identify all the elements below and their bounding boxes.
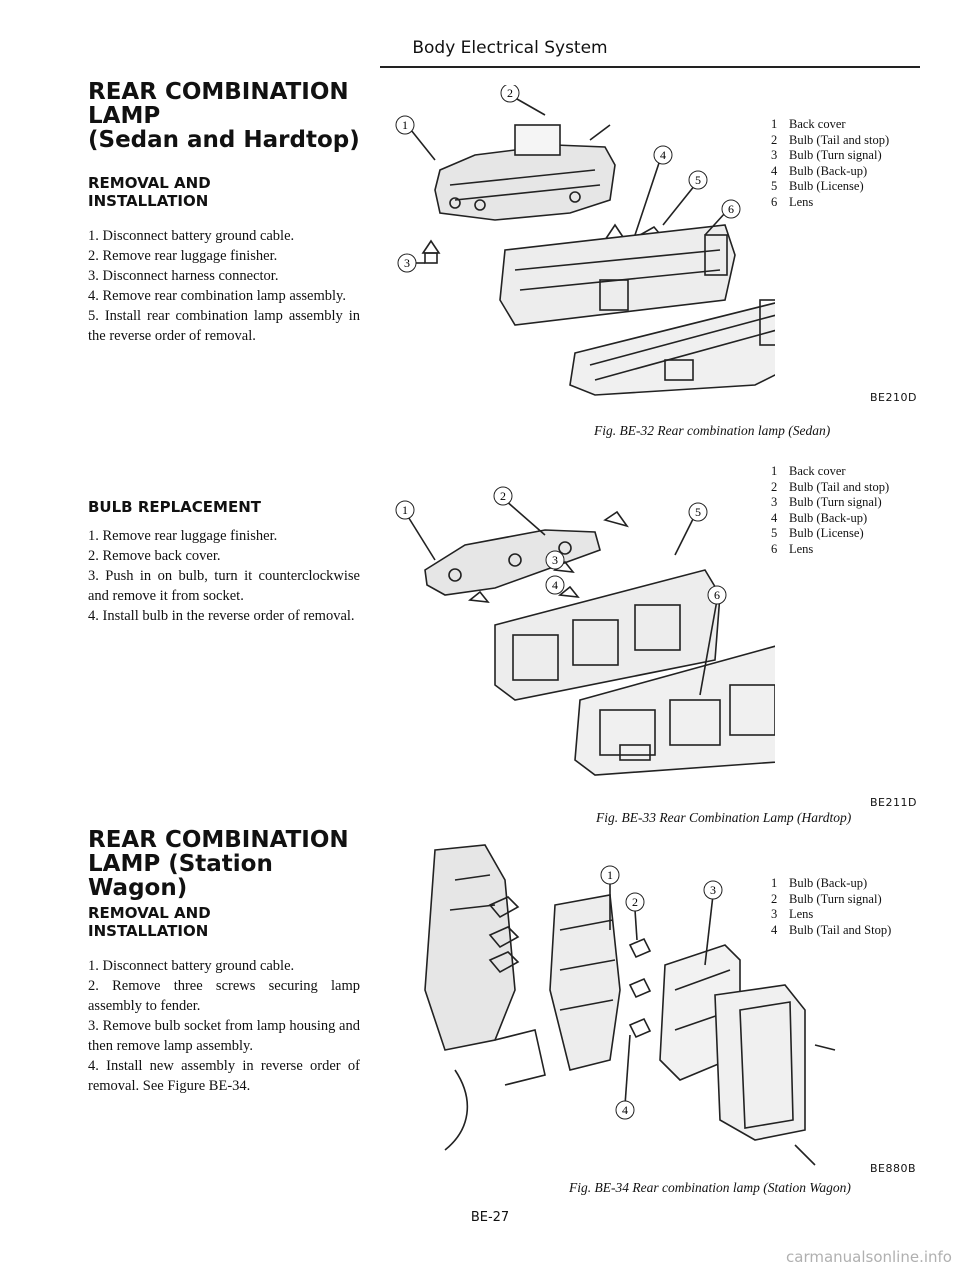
fig33-caption: Fig. BE-33 Rear Combination Lamp (Hardto… <box>596 810 852 825</box>
sedan-removal-steps: 1. Disconnect battery ground cable. 2. R… <box>88 226 360 346</box>
step-item: 3. Push in on bulb, turn it counterclock… <box>88 568 360 604</box>
step-item: 4. Remove rear combination lamp assembly… <box>88 288 346 304</box>
sedan-lamp-illustration: 1 2 3 4 5 6 <box>395 85 775 396</box>
step-item: 1. Disconnect battery ground cable. <box>88 228 295 244</box>
wagon-title-line1: REAR COMBINATION <box>88 827 349 853</box>
callout-1: 1 <box>402 118 408 132</box>
step-item: 4. Install bulb in the reverse order of … <box>88 608 355 624</box>
callout-4: 4 <box>552 578 558 592</box>
sedan-title-line1: REAR COMBINATION <box>88 79 349 105</box>
callout-6: 6 <box>714 588 720 602</box>
page-header: Body Electrical System <box>412 38 608 58</box>
step-item: 3. Remove bulb socket from lamp housing … <box>88 1018 360 1054</box>
wagon-removal-steps: 1. Disconnect battery ground cable. 2. R… <box>88 956 360 1096</box>
fig34-caption: Fig. BE-34 Rear combination lamp (Statio… <box>569 1180 851 1195</box>
callout-2: 2 <box>632 895 638 909</box>
sedan-removal-heading-line1: REMOVAL AND <box>88 174 211 192</box>
callout-5: 5 <box>695 505 701 519</box>
step-item: 4. Install new assembly in reverse order… <box>88 1058 360 1094</box>
callout-2: 2 <box>500 489 506 503</box>
callout-1: 1 <box>402 503 408 517</box>
fig34-code: BE880B <box>870 1162 917 1175</box>
step-item: 1. Remove rear luggage finisher. <box>88 528 278 544</box>
fig32-caption: Fig. BE-32 Rear combination lamp (Sedan) <box>594 423 831 438</box>
wagon-removal-heading-line1: REMOVAL AND <box>88 904 211 922</box>
callout-4: 4 <box>660 148 666 162</box>
watermark: carmanualsonline.info <box>786 1248 952 1266</box>
bulb-replacement-heading: BULB REPLACEMENT <box>88 498 261 516</box>
bulb-replacement-steps: 1. Remove rear luggage finisher. 2. Remo… <box>88 526 360 626</box>
step-item: 1. Disconnect battery ground cable. <box>88 958 295 974</box>
header-rule <box>380 66 920 68</box>
wagon-removal-heading-line2: INSTALLATION <box>88 922 209 940</box>
step-item: 2. Remove three screws securing lamp ass… <box>88 978 360 1014</box>
sedan-removal-heading-line2: INSTALLATION <box>88 192 209 210</box>
fig33-code: BE211D <box>870 796 917 809</box>
wagon-lamp-illustration: 1 2 3 4 <box>424 844 836 1166</box>
callout-3: 3 <box>404 256 410 270</box>
sedan-section: REAR COMBINATION LAMP (Sedan and Hardtop… <box>88 80 360 346</box>
fig32-code: BE210D <box>870 391 917 404</box>
callout-5: 5 <box>695 173 701 187</box>
sedan-title-line3: (Sedan and Hardtop) <box>88 127 360 153</box>
step-item: 2. Remove back cover. <box>88 548 221 564</box>
callout-4: 4 <box>622 1103 628 1117</box>
step-item: 5. Install rear combination lamp assembl… <box>88 308 360 344</box>
hardtop-lamp-illustration: 1 2 3 4 5 6 <box>395 486 775 776</box>
step-item: 3. Disconnect harness connector. <box>88 268 279 284</box>
step-item: 2. Remove rear luggage finisher. <box>88 248 278 264</box>
wagon-title-line2: LAMP (Station Wagon) <box>88 851 273 901</box>
bulb-replacement-section: BULB REPLACEMENT 1. Remove rear luggage … <box>88 498 360 626</box>
sedan-title-line2: LAMP <box>88 103 161 129</box>
page-number: BE-27 <box>470 1210 510 1225</box>
wagon-section: REAR COMBINATION LAMP (Station Wagon) RE… <box>88 828 360 1096</box>
callout-6: 6 <box>728 202 734 216</box>
callout-3: 3 <box>552 553 558 567</box>
callout-3: 3 <box>710 883 716 897</box>
callout-2: 2 <box>507 86 513 100</box>
callout-1: 1 <box>607 868 613 882</box>
